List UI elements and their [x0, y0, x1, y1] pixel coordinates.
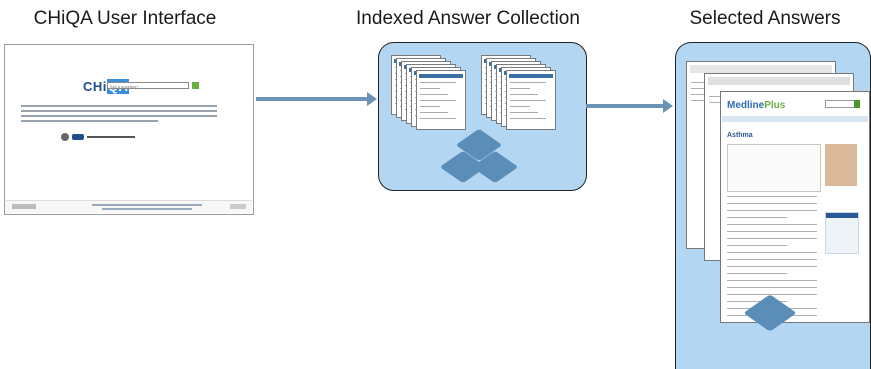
answer-photo — [825, 144, 857, 186]
index-cubes-icon — [439, 128, 519, 187]
answer-topic-title: Asthma — [727, 132, 753, 139]
indexed-collection-panel — [378, 42, 587, 191]
indexed-document — [416, 70, 466, 130]
medlineplus-answer-page: MedlinePlus Asthma — [720, 91, 870, 323]
indexed-document — [506, 70, 556, 130]
answer-search-button — [854, 100, 860, 108]
nlm-branding — [61, 133, 135, 141]
chiqa-ui-screenshot: CHiQA Ask a question? — [4, 44, 254, 215]
stage-title-collection: Indexed Answer Collection — [356, 8, 580, 29]
flow-arrow-2 — [586, 99, 673, 113]
answer-search-input — [825, 100, 855, 108]
stage-title-answers: Selected Answers — [689, 8, 841, 29]
nih-logo-icon — [72, 134, 84, 140]
medlineplus-logo: MedlinePlus — [727, 100, 786, 111]
answers-cube-icon — [740, 285, 800, 345]
flow-arrow-1 — [256, 92, 377, 106]
question-search-input: Ask a question? — [107, 82, 189, 89]
hhs-seal-icon — [61, 133, 69, 141]
search-go-button — [192, 82, 199, 89]
ui-footer — [6, 200, 252, 213]
answer-navbar — [722, 116, 868, 122]
stage-title-ui: CHiQA User Interface — [33, 8, 217, 29]
answer-summary-box — [727, 144, 821, 192]
answer-sidebar — [825, 212, 859, 254]
description-text-block — [21, 105, 217, 125]
selected-answers-panel: MedlinePlus Asthma — [675, 42, 871, 369]
